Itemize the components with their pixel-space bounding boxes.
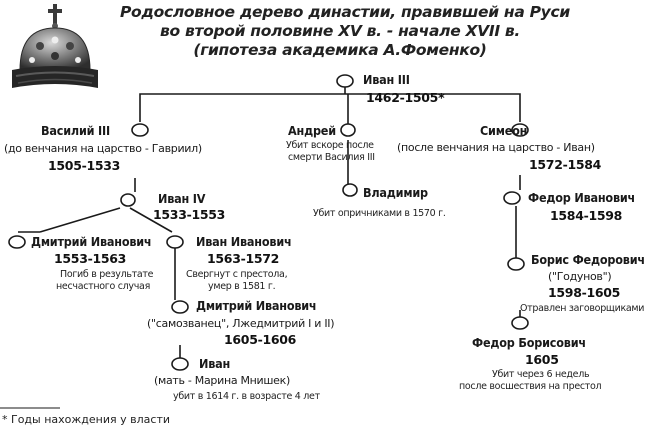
andrey-note-2: смерти Василия III [288,152,375,163]
vasily3-sub: (до венчания на царство - Гавриил) [4,142,202,155]
dmitry2-name: Дмитрий Иванович [196,298,317,313]
ivan-last-name: Иван [199,356,231,371]
dmitry-ivanovich-name: Дмитрий Иванович [31,234,152,249]
dmitry2-years: 1605-1606 [224,332,297,347]
node-vladimir [342,183,358,197]
boris-years: 1598-1605 [548,285,621,300]
crown-of-monomakh-icon [12,4,98,88]
simeon-name: Симеон [480,123,528,138]
node-dmitry-ivanovich [8,235,26,249]
ivan-ivanovich-note-2: умер в 1581 г. [208,281,276,292]
simeon-years: 1572-1584 [529,157,602,172]
node-simeon [511,123,529,137]
ivan3-name: Иван III [363,72,410,87]
fedor-ivanovich-years: 1584-1598 [550,208,623,223]
node-vasily3 [131,123,149,137]
fedor-borisovich-note-2: после восшествия на престол [459,381,602,392]
dmitry2-sub: ("самозванец", Лжедмитрий I и II) [147,317,335,330]
simeon-sub: (после венчания на царство - Иван) [397,141,595,154]
node-andrey [340,123,356,137]
ivan4-name: Иван IV [158,191,206,206]
node-boris [507,257,525,271]
title-line-3: (гипотеза академика А.Фоменко) [193,41,487,59]
dmitry-ivanovich-years: 1553-1563 [54,251,127,266]
ivan4-years: 1533-1553 [153,207,226,222]
ivan-ivanovich-name: Иван Иванович [196,234,292,249]
node-ivan3 [336,74,354,88]
ivan-ivanovich-years: 1563-1572 [207,251,280,266]
boris-sub: ("Годунов") [548,270,612,283]
title-line-1: Родословное дерево династии, правившей н… [120,3,570,21]
fedor-ivanovich-name: Федор Иванович [528,190,636,205]
dmitry-ivanovich-note-1: Погиб в результате [60,269,154,280]
ivan-last-sub: (мать - Марина Мнишек) [154,374,290,387]
node-ivan4 [120,193,136,207]
ivan-ivanovich-note-1: Свергнут с престола, [186,269,288,280]
vasily3-name: Василий III [41,123,110,138]
vladimir-note: Убит опричниками в 1570 г. [313,208,446,219]
fedor-borisovich-name: Федор Борисович [472,335,586,350]
node-ivan-last [171,357,189,371]
footnote: * Годы нахождения у власти [2,413,170,426]
title-line-2: во второй половине XV в. - начале XVII в… [159,22,520,40]
node-fedor-ivanovich [503,191,521,205]
andrey-name: Андрей [288,123,336,138]
node-dmitry2 [171,300,189,314]
node-fedor-borisovich [511,316,529,330]
vasily3-years: 1505-1533 [48,158,121,173]
ivan-last-note: убит в 1614 г. в возрасте 4 лет [173,391,320,402]
ivan3-years: 1462-1505* [366,90,445,105]
dmitry-ivanovich-note-2: несчастного случая [56,281,150,292]
boris-note: Отравлен заговорщиками [520,303,645,314]
andrey-note-1: Убит вскоре после [286,140,374,151]
vladimir-name: Владимир [363,185,428,200]
boris-name: Борис Федорович [531,252,645,267]
fedor-borisovich-note-1: Убит через 6 недель [492,369,590,380]
node-ivan-ivanovich [166,235,184,249]
fedor-borisovich-years: 1605 [525,352,559,367]
